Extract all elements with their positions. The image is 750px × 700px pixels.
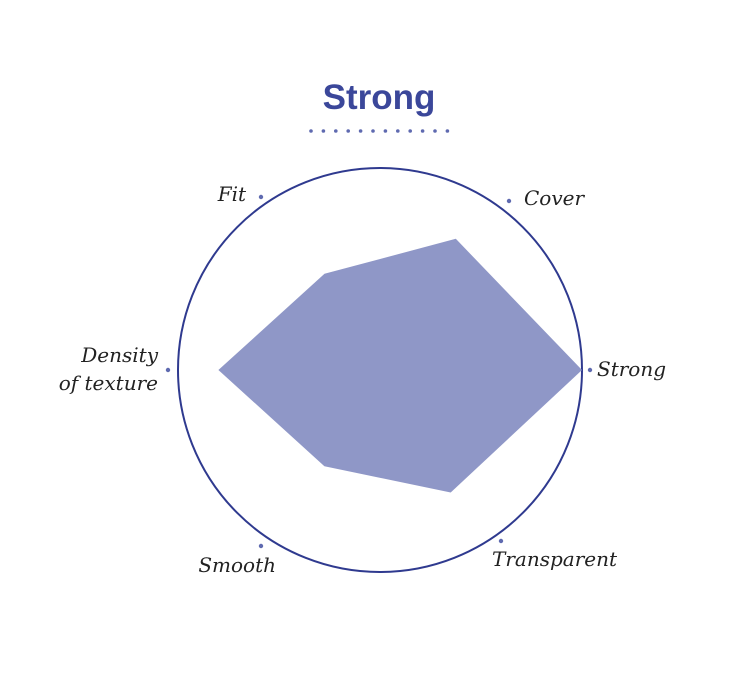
axis-marker-transparent — [498, 538, 504, 544]
axis-label-smooth: Smooth — [198, 553, 276, 577]
axis-label-strong: Strong — [597, 357, 666, 381]
title-dot — [321, 129, 326, 133]
title-dot — [309, 129, 313, 133]
title-dot — [383, 129, 388, 133]
title-dot — [334, 129, 338, 133]
axis-label-cover: Cover — [524, 186, 585, 210]
axis-marker-cover — [506, 198, 512, 204]
title-dot — [433, 129, 437, 133]
axis-label-transparent: Transparent — [492, 547, 618, 571]
axis-marker-density-of-texture — [165, 367, 171, 373]
chart-title: Strong — [322, 78, 436, 117]
axis-marker-smooth — [258, 543, 264, 549]
title-underline-dots — [309, 129, 450, 133]
title-dot — [408, 129, 413, 133]
axis-label-fit: Fit — [217, 182, 247, 206]
title-dot — [420, 129, 425, 133]
title-dot — [445, 129, 450, 133]
axis-marker-fit — [258, 194, 264, 200]
title-dot — [371, 129, 375, 133]
title-dot — [358, 129, 363, 133]
data-polygon — [218, 238, 582, 493]
title-dot — [346, 129, 351, 133]
title-dot — [396, 129, 400, 133]
axis-marker-strong — [587, 367, 593, 373]
